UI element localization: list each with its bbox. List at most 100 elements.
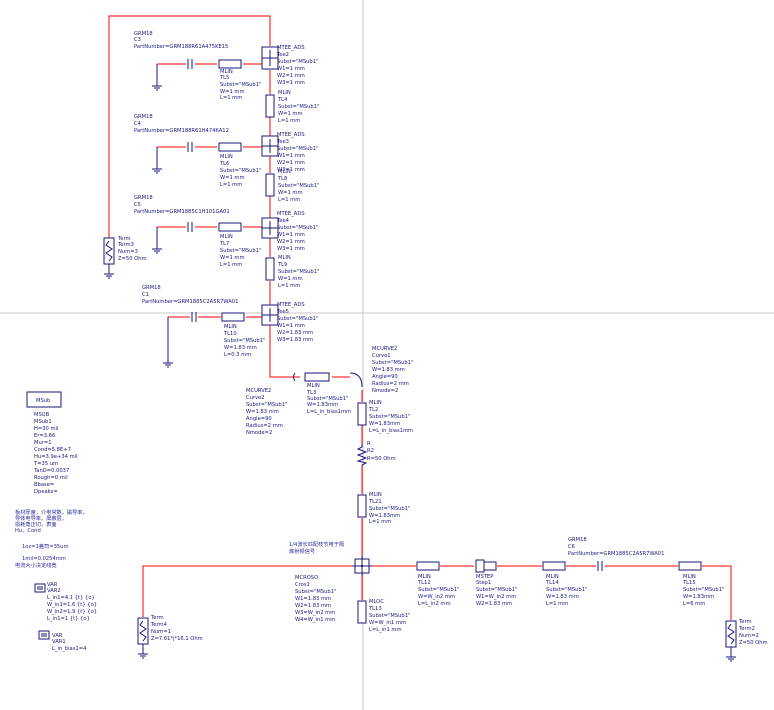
label-curve2-model: MCURVE2	[246, 388, 271, 394]
mcurve-curve2[interactable]	[293, 372, 296, 382]
label-tl6-model: MLIN	[220, 154, 233, 160]
label-tl4-l3: L=1 mm	[278, 118, 300, 124]
capacitor-c3[interactable]	[187, 59, 193, 69]
mlin-tl8[interactable]	[265, 173, 275, 197]
note-substrate-3: 损耗角正切，表面	[15, 520, 57, 528]
capacitor-c5[interactable]	[187, 222, 193, 232]
mlin-tl6[interactable]	[218, 142, 242, 152]
capacitor-c1[interactable]	[191, 312, 197, 322]
label-tl9-l1: Subst="MSub1"	[278, 269, 319, 275]
mcurve-curve1[interactable]	[349, 372, 363, 388]
label-tl5-l2: W=1 mm	[220, 89, 245, 95]
note-copper-oz: 1oz=1盎司=35um	[22, 542, 69, 550]
label-cros1-l2: W1=1.83 mm	[295, 596, 331, 602]
tee-tee4[interactable]	[261, 217, 279, 239]
msub-line: Mur=1	[34, 440, 52, 446]
resistor-r2[interactable]	[356, 444, 368, 466]
label-tl10-l1: Subst="MSub1"	[224, 338, 265, 344]
mlin-tl2[interactable]	[357, 402, 367, 426]
mlin-tl9[interactable]	[265, 257, 275, 281]
mlin-tl4[interactable]	[265, 94, 275, 118]
mlin-tl12[interactable]	[416, 561, 440, 571]
label-tee2-model: MTEE_ADS	[277, 45, 305, 51]
label-tl7-l3: L=1 mm	[220, 262, 242, 268]
mlin-tl21[interactable]	[357, 494, 367, 518]
label-tl21-model: MLIN	[369, 492, 382, 498]
label-term3-l2: Z=50 Ohm	[118, 256, 147, 262]
mlin-tl14[interactable]	[542, 561, 566, 571]
tee-tee3[interactable]	[261, 135, 279, 157]
mloc-tl13[interactable]	[357, 600, 367, 624]
label-tee3-model: MTEE_ADS	[277, 132, 305, 138]
capacitor-c4[interactable]	[187, 142, 193, 152]
term-term4[interactable]	[137, 617, 149, 659]
label-term2-l2: Z=50 Ohm	[739, 640, 768, 646]
label-cros1-l4: W3=W_in2 mm	[295, 610, 335, 616]
term-term3[interactable]	[103, 237, 115, 279]
msub-line: Er=3.66	[34, 433, 55, 439]
label-tl21-l1: Subst="MSub1"	[369, 506, 410, 512]
label-tl5-name: TL5	[219, 75, 229, 81]
label-tl10-name: TL10	[223, 331, 237, 337]
mlin-tl15[interactable]	[678, 561, 702, 571]
msub-box[interactable]: MSub	[26, 391, 62, 408]
label-tee5-model: MTEE_ADS	[277, 302, 305, 308]
mlin-tl7[interactable]	[218, 222, 242, 232]
label-tee5-name: Tee5	[276, 309, 289, 315]
term-term2[interactable]	[725, 620, 737, 662]
label-tl9-name: TL9	[277, 262, 287, 268]
tee-tee2[interactable]	[261, 46, 279, 70]
label-term3-model: Term	[117, 236, 131, 242]
var1-icon[interactable]	[38, 630, 50, 640]
label-cros1-l1: Subst="MSub1"	[295, 589, 336, 595]
label-tl13-l1: Subst="MSub1"	[369, 613, 410, 619]
label-step1-model: MSTEP	[476, 574, 493, 580]
label-tl14-model: MLIN	[546, 574, 559, 580]
label-tl14-l1: Subst="MSub1"	[546, 587, 587, 593]
label-tl8-l1: Subst="MSub1"	[278, 183, 319, 189]
label-tl2-l2: W=1.83mm	[369, 421, 400, 427]
label-c6-model: GRM18	[568, 537, 587, 543]
label-curve1-name: Curve1	[372, 353, 391, 359]
label-tl13-model: MLOC	[369, 599, 384, 605]
mlin-tl3[interactable]	[304, 372, 330, 382]
capacitor-c6[interactable]	[597, 561, 603, 571]
mlin-tl10[interactable]	[221, 312, 245, 322]
label-curve2-l1: Subst="MSub1"	[246, 402, 287, 408]
label-tl4-model: MLIN	[278, 90, 291, 96]
label-tl15-l3: L=6 mm	[683, 601, 705, 607]
label-c4-name: C4	[134, 121, 142, 127]
label-tee4-l4: W3=1 mm	[277, 246, 305, 252]
msub-line: MSUB	[34, 412, 50, 418]
label-tl6-l1: Subst="MSub1"	[220, 168, 261, 174]
label-tl7-name: TL7	[219, 241, 229, 247]
label-tl10-l2: W=1.83 mm	[224, 345, 257, 351]
label-tl3-l3: L=L_in_bias1mm	[307, 409, 351, 415]
label-term3-name: Term3	[117, 242, 134, 248]
label-tl10-l3: L=0.3 mm	[224, 352, 251, 358]
label-tl9-l3: L=1 mm	[278, 283, 300, 289]
note-substrate-1: 板材厚度，介电常数，磁导率，	[15, 508, 88, 516]
mlin-tl5[interactable]	[218, 59, 242, 69]
tee-tee5[interactable]	[261, 304, 279, 326]
note-substrate-4: Hu、Cond	[15, 528, 41, 534]
msub-line: TanD=0.0037	[33, 468, 69, 474]
label-tl12-model: MLIN	[418, 574, 431, 580]
label-tee4-name: Tee4	[276, 218, 290, 224]
label-tl6-name: TL6	[219, 161, 229, 167]
mstep-step1[interactable]	[475, 559, 497, 573]
label-tee3-l2: W1=1 mm	[277, 153, 305, 159]
label-r2-name: R2	[367, 448, 374, 454]
label-tee5-l1: Subst="MSub1"	[277, 316, 318, 322]
label-var2-title: VAR	[47, 582, 58, 588]
label-c5-model: GRM18	[134, 195, 153, 201]
ground-icon	[152, 227, 162, 254]
label-c1-name: C1	[142, 292, 149, 298]
label-curve1-l2: W=1.83 mm	[372, 367, 405, 373]
label-tee5-l3: W2=1.83 mm	[277, 330, 313, 336]
label-c3-name: C3	[134, 37, 141, 43]
label-curve1-model: MCURVE2	[372, 346, 397, 352]
var2-icon[interactable]	[34, 583, 46, 593]
ground-icon	[163, 317, 173, 368]
